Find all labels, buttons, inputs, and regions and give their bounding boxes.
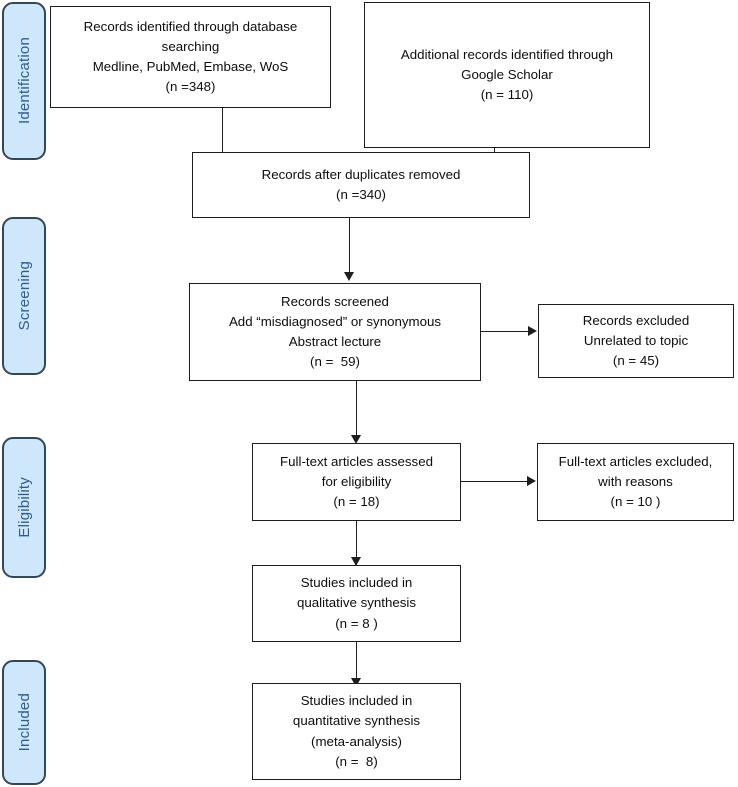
box-line: searching [161,38,220,54]
box-line: for eligibility [321,473,392,489]
box-records-excluded: Records excluded Unrelated to topic (n =… [538,304,734,378]
box-line: quantitative synthesis [292,713,421,729]
box-line: (n = 8) [335,753,378,769]
box-line: Records screened [281,293,389,309]
box-line: with reasons [598,473,673,489]
box-line: Additional records identified through [400,46,614,62]
box-line: (n = 18) [333,494,380,510]
stage-pill-included: Included [2,660,46,785]
box-line: qualitative synthesis [297,595,416,611]
stage-label-eligibility: Eligibility [15,477,33,538]
box-line: Studies included in [300,575,413,591]
box-line: (n = 110) [480,87,534,103]
box-line: (n =348) [165,79,216,95]
box-studies-included-qualitative: Studies included in qualitative synthesi… [252,565,461,642]
box-line: Records after duplicates removed [261,166,461,182]
stage-label-included: Included [15,693,33,752]
box-full-text-articles-assessed: Full-text articles assessed for eligibil… [252,443,461,521]
box-line: Records identified through database [83,18,298,34]
box-line: (n = 45) [612,353,660,369]
box-line: Medline, PubMed, Embase, WoS [92,59,289,74]
box-records-identified-database: Records identified through database sear… [50,6,331,108]
box-studies-included-quantitative: Studies included in quantitative synthes… [252,683,461,780]
box-records-screened: Records screened Add “misdiagnosed” or s… [189,283,481,381]
box-line: Add “misdiagnosed” or synonymous [228,313,442,329]
box-line: Abstract lecture [288,334,382,349]
box-line: (n = 10 ) [610,494,661,510]
box-line: (meta-analysis) [311,733,402,749]
box-line: (n =340) [336,187,386,202]
box-line: Records excluded [582,312,690,328]
stage-label-screening: Screening [15,261,33,331]
box-line: Full-text articles assessed [280,453,433,469]
box-line: Full-text articles excluded, [558,453,713,469]
box-line: Unrelated to topic [583,332,689,348]
box-line: (n = 8 ) [335,615,378,631]
box-line: Google Scholar [461,66,553,82]
box-additional-records-google-scholar: Additional records identified through Go… [364,2,650,148]
stage-pill-identification: Identification [2,2,46,160]
box-full-text-articles-excluded: Full-text articles excluded, with reason… [537,443,734,521]
stage-pill-eligibility: Eligibility [2,437,46,578]
box-records-after-duplicates-removed: Records after duplicates removed (n =340… [192,152,530,218]
box-line: (n = 59) [310,354,360,370]
stage-label-identification: Identification [15,37,33,125]
stage-pill-screening: Screening [2,217,46,375]
box-line: Studies included in [300,693,413,709]
